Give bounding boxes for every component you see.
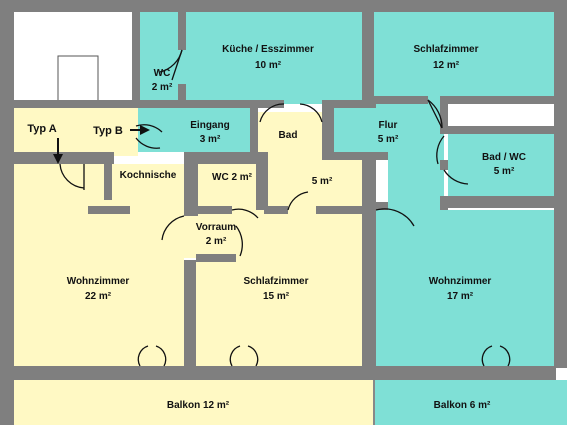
badwc-b-name: Bad / WC	[482, 152, 526, 163]
wall	[316, 206, 364, 214]
wall	[440, 160, 448, 170]
wc-b-area: 2 m²	[152, 82, 173, 93]
door-swing	[299, 103, 323, 123]
door-swing	[59, 163, 85, 189]
door-swing	[161, 215, 185, 241]
wall	[0, 0, 14, 425]
kueche-area: 10 m²	[255, 60, 282, 71]
wohnzimmer-b-area: 17 m²	[447, 291, 474, 302]
wall	[322, 100, 376, 108]
wall	[132, 12, 140, 104]
wall	[440, 196, 556, 208]
schlafzimmer-b-area: 12 m²	[433, 60, 460, 71]
bad-a-lower-fill	[268, 156, 362, 208]
door-swing	[135, 137, 161, 149]
door-swing	[259, 103, 285, 123]
typ-b-label: Typ B	[93, 125, 123, 137]
wall	[184, 260, 196, 366]
schlafzimmer-a-area: 15 m²	[263, 291, 290, 302]
wohnzimmer-a-name: Wohnzimmer	[67, 276, 130, 287]
wall	[362, 206, 376, 366]
wall	[440, 196, 448, 210]
balkon-a-fill	[0, 380, 374, 425]
balkon-a-name: Balkon 12 m²	[167, 400, 230, 411]
wall	[178, 12, 186, 50]
elevator-shaft	[57, 55, 99, 105]
door-swing	[235, 225, 243, 257]
wohnzimmer-b-name: Wohnzimmer	[429, 276, 492, 287]
wall	[196, 206, 232, 214]
window-door	[481, 345, 511, 367]
balkon-b-name: Balkon 6 m²	[434, 400, 491, 411]
wall	[448, 96, 556, 104]
wall	[374, 96, 428, 104]
vorraum-area: 2 m²	[206, 236, 227, 247]
eingang-area: 3 m²	[200, 134, 221, 145]
kueche-fill	[184, 12, 362, 104]
kochnische-name: Kochnische	[120, 170, 177, 181]
wall	[440, 126, 556, 134]
schlafzimmer-b-name: Schlafzimmer	[413, 44, 478, 55]
door-leaf	[427, 99, 443, 129]
wall	[14, 100, 284, 108]
wc-b-fill	[138, 12, 184, 104]
wall	[362, 160, 376, 210]
wc-b-name: WC	[154, 68, 171, 79]
wall	[184, 164, 198, 216]
schlafzimmer-a-fill	[196, 208, 364, 366]
flur-fill	[334, 100, 444, 155]
bad-a-name: Bad	[279, 130, 298, 141]
wall	[256, 152, 268, 210]
schlafzimmer-a-name: Schlafzimmer	[243, 276, 308, 287]
wall	[14, 152, 114, 164]
wall	[88, 206, 130, 214]
wall	[440, 96, 448, 134]
door-swing	[427, 99, 443, 129]
schlafzimmer-b-fill	[374, 12, 567, 100]
wohnzimmer-b-fill	[376, 210, 556, 368]
window-door	[229, 345, 259, 367]
wall	[322, 108, 334, 156]
typ-a-label: Typ A	[27, 123, 56, 135]
wc-a-name: WC 2 m²	[212, 172, 253, 183]
door-swing	[436, 135, 445, 165]
wohnzimmer-a-area: 22 m²	[85, 291, 112, 302]
window-door	[137, 345, 167, 367]
bad-a-area: 5 m²	[312, 176, 333, 187]
wall	[554, 0, 567, 368]
wall	[250, 108, 258, 158]
door-swing	[287, 191, 309, 211]
wall	[322, 152, 388, 160]
wall	[104, 152, 112, 200]
flur-name: Flur	[379, 120, 398, 131]
wall	[362, 12, 374, 108]
door-swing	[231, 208, 259, 219]
wc-a-fill	[198, 164, 262, 208]
vorraum-name: Vorraum	[196, 222, 236, 233]
door-leaf	[171, 49, 183, 81]
kueche-name: Küche / Esszimmer	[222, 44, 314, 55]
door-swing	[375, 208, 415, 227]
wall	[264, 206, 288, 214]
wall	[196, 254, 236, 262]
door-swing	[443, 169, 469, 185]
balkon-b-fill	[374, 380, 567, 425]
wohnzimmer-a-fill	[14, 164, 184, 366]
typ-a-area-fill	[14, 106, 138, 156]
flur-area: 5 m²	[378, 134, 399, 145]
flur-lower-fill	[388, 155, 444, 210]
badwc-b-fill	[448, 134, 556, 206]
eingang-name: Eingang	[190, 120, 229, 131]
badwc-b-area: 5 m²	[494, 166, 515, 177]
wall	[0, 0, 567, 12]
wall	[178, 84, 186, 106]
wall	[14, 366, 556, 380]
wall	[184, 152, 268, 164]
wall	[376, 202, 388, 210]
